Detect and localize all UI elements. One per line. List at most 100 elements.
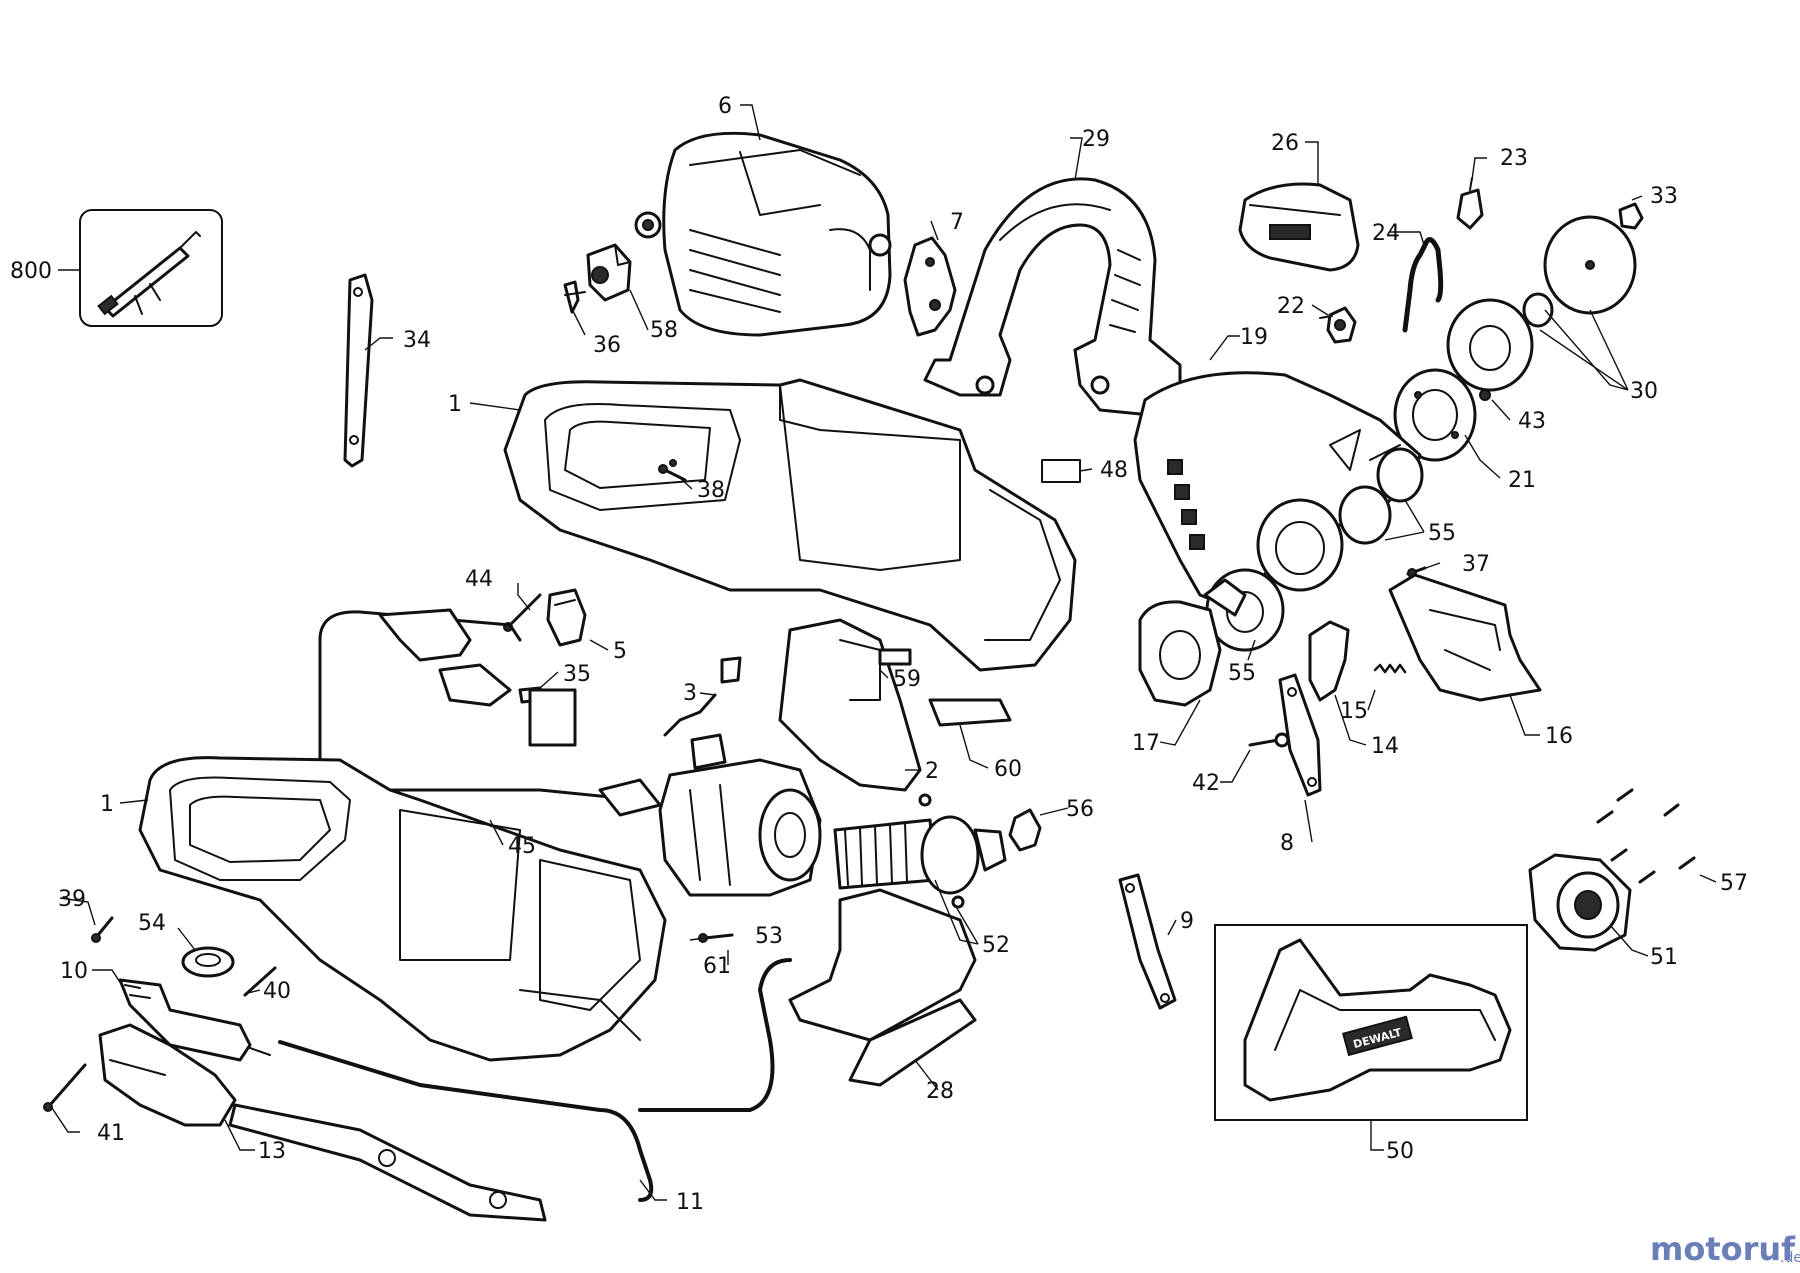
part-30-flange-set — [1446, 215, 1637, 392]
part-23-fitting — [1456, 177, 1484, 230]
part-50-gearbox-assembly: DEWALT — [1214, 924, 1528, 1121]
part-29-front-handle — [923, 177, 1182, 417]
callout-50: 50 — [1386, 1139, 1414, 1164]
part-11-wire — [278, 958, 792, 1202]
callout-29: 29 — [1082, 127, 1110, 152]
part-28-support-bracket — [788, 888, 977, 1087]
callout-55-upper: 55 — [1428, 521, 1456, 546]
part-21-inner-flange — [1393, 368, 1477, 462]
callout-14: 14 — [1371, 734, 1399, 759]
callout-7: 7 — [950, 210, 964, 235]
part-38-screw — [658, 464, 687, 482]
callout-10: 10 — [60, 959, 88, 984]
callout-34: 34 — [403, 328, 431, 353]
part-800-accessory-box — [79, 209, 223, 327]
part-43-screw — [1479, 389, 1491, 401]
callout-40: 40 — [263, 979, 291, 1004]
callout-44: 44 — [465, 567, 493, 592]
part-10-connector — [118, 978, 271, 1062]
part-57-screws — [1596, 788, 1696, 884]
callout-55-lower: 55 — [1228, 661, 1256, 686]
part-39-screw — [91, 916, 114, 943]
callout-11: 11 — [676, 1190, 704, 1215]
watermark-name: motoruf — [1650, 1230, 1796, 1268]
callout-labels: 800 6 29 26 23 33 24 22 7 36 58 34 1 19 … — [10, 94, 1748, 1215]
part-3-cable — [663, 656, 742, 737]
part-19-blade-guard — [1133, 371, 1422, 607]
part-52-armature — [833, 793, 1007, 909]
callout-43: 43 — [1518, 409, 1546, 434]
callout-24: 24 — [1372, 221, 1400, 246]
callout-23: 23 — [1500, 146, 1528, 171]
part-9-arm — [1118, 873, 1177, 1010]
part-55-rings-upper — [1338, 447, 1424, 545]
callout-13: 13 — [258, 1139, 286, 1164]
callout-59: 59 — [893, 667, 921, 692]
part-26-nameplate-cap — [1238, 182, 1360, 272]
callout-37: 37 — [1462, 552, 1490, 577]
callout-54: 54 — [138, 911, 166, 936]
callout-39: 39 — [58, 887, 86, 912]
callout-51: 51 — [1650, 945, 1678, 970]
part-53-motor-stator — [658, 733, 822, 897]
callout-33: 33 — [1650, 184, 1678, 209]
callout-48: 48 — [1100, 458, 1128, 483]
callout-35: 35 — [563, 662, 591, 687]
callout-22: 22 — [1277, 294, 1305, 319]
callout-6: 6 — [718, 94, 732, 119]
part-33-bolt — [1618, 202, 1644, 230]
callout-3: 3 — [683, 681, 697, 706]
part-55-rings-lower — [1203, 568, 1285, 652]
part-48-label — [1041, 459, 1081, 483]
callout-57: 57 — [1720, 871, 1748, 896]
callout-56: 56 — [1066, 797, 1094, 822]
callout-15: 15 — [1340, 699, 1368, 724]
part-1-housing-lower — [138, 756, 667, 1062]
part-59-contact — [878, 648, 912, 666]
part-16-guard-bracket — [1388, 573, 1542, 702]
callout-16: 16 — [1545, 724, 1573, 749]
part-51-gearbox-cover — [1528, 853, 1632, 952]
part-42-bolt — [1248, 732, 1290, 748]
callout-21: 21 — [1508, 468, 1536, 493]
callout-1-lower: 1 — [100, 792, 114, 817]
part-6-top-cover — [634, 131, 892, 337]
callout-52: 52 — [982, 933, 1010, 958]
part-14-lever — [1308, 620, 1350, 702]
part-22-valve — [1319, 306, 1357, 344]
callout-36: 36 — [593, 333, 621, 358]
motoruf-watermark: motoruf .de — [1650, 1230, 1800, 1268]
callout-1-upper: 1 — [448, 392, 462, 417]
callout-17: 17 — [1132, 731, 1160, 756]
callout-41: 41 — [97, 1121, 125, 1146]
callout-61: 61 — [703, 954, 731, 979]
part-7-bracket — [903, 236, 957, 337]
part-17-disc-shield — [1138, 600, 1222, 707]
callout-28: 28 — [926, 1079, 954, 1104]
watermark-domain: .de — [1780, 1250, 1800, 1266]
callout-26: 26 — [1271, 131, 1299, 156]
part-40-pin — [243, 966, 277, 997]
part-2-motor-cover — [778, 618, 922, 792]
callout-30: 30 — [1630, 379, 1658, 404]
callout-45: 45 — [508, 834, 536, 859]
leader-lines — [51, 104, 1717, 1201]
part-15-spring — [1373, 663, 1407, 674]
part-56-fan — [1008, 808, 1042, 852]
part-41-rod — [43, 1063, 87, 1112]
part-24-hose — [1402, 237, 1444, 333]
callout-53: 53 — [755, 924, 783, 949]
part-36-clip — [563, 280, 586, 314]
callout-800: 800 — [10, 259, 52, 284]
callout-8: 8 — [1280, 831, 1294, 856]
callout-38: 38 — [697, 478, 725, 503]
part-54-cap — [181, 946, 235, 978]
callout-2: 2 — [925, 759, 939, 784]
part-13-rail — [98, 1023, 547, 1222]
part-34-wrench — [343, 273, 374, 468]
callout-60: 60 — [994, 757, 1022, 782]
part-5-trigger-lock — [546, 588, 587, 647]
callout-5: 5 — [613, 639, 627, 664]
callout-9: 9 — [1180, 909, 1194, 934]
